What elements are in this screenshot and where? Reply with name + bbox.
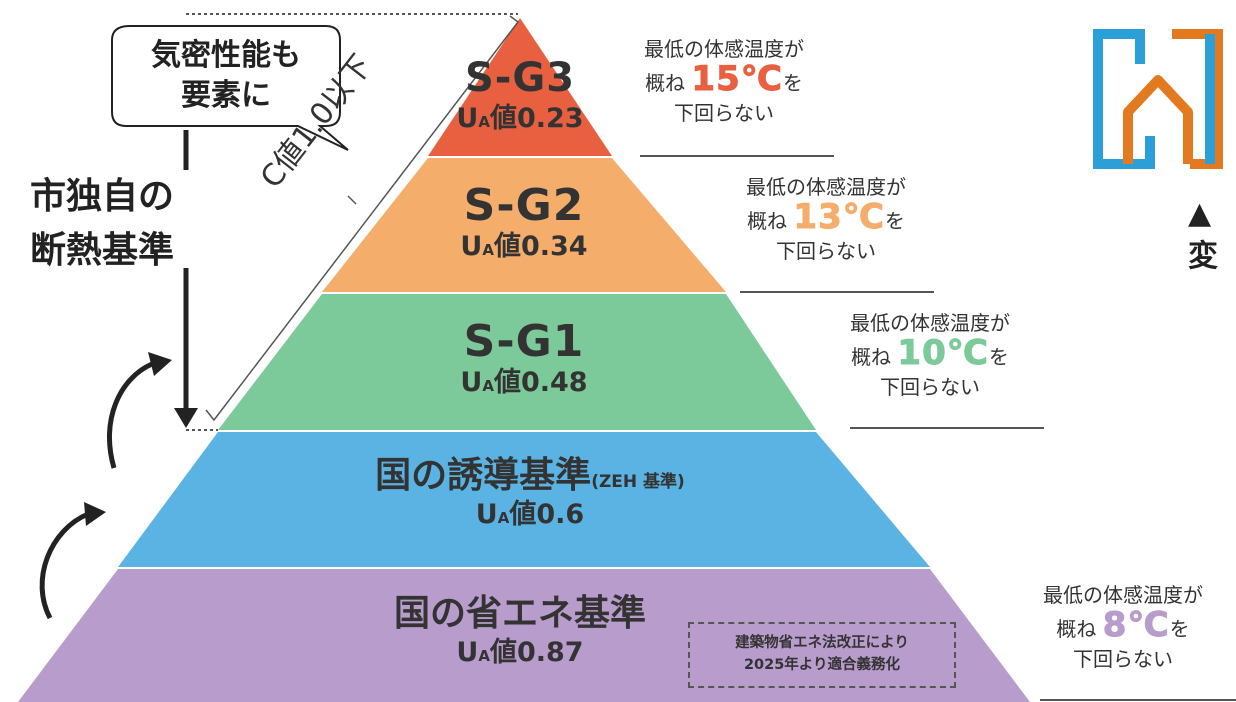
note-pre: 概ね — [645, 71, 686, 95]
ua-sub: A — [482, 241, 494, 259]
note-pre: 概ね — [851, 345, 892, 369]
ua-sub: A — [497, 509, 510, 527]
tier-zeh-ua: UA値0.6 — [300, 498, 760, 535]
note-temp: 8℃ — [1102, 605, 1170, 645]
temp-note-sg2: 最低の体感温度が 概ね 13℃を 下回らない — [706, 172, 946, 266]
curved-arrow-lower — [39, 511, 90, 620]
tier-sg3-name: S-G3 — [464, 55, 576, 101]
note-line-2: 概ね 10℃を — [810, 336, 1050, 372]
ua-value: 値0.23 — [489, 103, 584, 134]
tier-sg1-shape — [218, 294, 816, 430]
cutoff-caption: ▲変 — [1188, 196, 1218, 274]
ua-sub: A — [478, 113, 490, 131]
c-value-bracket-tick — [347, 195, 357, 205]
tier-sg1-ua: UA値0.48 — [424, 366, 624, 403]
tier-zeh-label: 国の誘導基準(ZEH 基準) UA値0.6 — [300, 454, 760, 535]
tier-sg3-label: S-G3 UA値0.23 — [428, 54, 612, 139]
ua-value: 値0.48 — [493, 367, 588, 398]
note-post: を — [1169, 617, 1190, 641]
tier-sg3-ua: UA値0.23 — [428, 102, 612, 139]
tier-sg2-ua: UA値0.34 — [424, 230, 624, 267]
down-arrow-head — [174, 408, 198, 428]
note-line-1: 最低の体感温度が — [850, 311, 1010, 335]
tier-energy-ua: UA値0.87 — [370, 636, 670, 673]
tier-zeh-name-row: 国の誘導基準(ZEH 基準) — [300, 454, 760, 498]
tier-sg1-label: S-G1 UA値0.48 — [424, 318, 624, 403]
note-post: を — [782, 71, 803, 95]
tier-energy-shape — [18, 569, 1030, 702]
curved-arrow-upper-head — [148, 352, 172, 376]
tier-sg1-name: S-G1 — [463, 316, 585, 367]
tier-sg2-name: S-G2 — [463, 180, 585, 231]
note-line-3: 下回らない — [776, 239, 876, 263]
note-line-3: 下回らない — [880, 375, 980, 399]
c-value-bracket — [205, 15, 520, 422]
note-pre: 概ね — [1056, 617, 1097, 641]
side-line-1: 市独自の — [30, 176, 175, 217]
note-line-1: 最低の体感温度が — [644, 37, 804, 61]
ua-value: 値0.34 — [493, 231, 588, 262]
tier-energy-label: 国の省エネ基準 UA値0.87 — [370, 592, 670, 673]
note-line-2: 概ね 15℃を — [604, 62, 844, 98]
note-line-3: 下回らない — [1073, 647, 1173, 671]
bubble-line-2: 要素に — [181, 78, 271, 113]
note-line-2: 概ね 13℃を — [706, 200, 946, 236]
city-standard-label: 市独自の 断熱基準 — [30, 170, 230, 278]
ua-prefix: U — [460, 367, 483, 398]
ua-prefix: U — [456, 103, 479, 134]
bubble-line-1: 気密性能も — [151, 38, 301, 73]
tier-sg3-shape — [428, 18, 612, 156]
note-line-3: 下回らない — [674, 101, 774, 125]
ua-prefix: U — [475, 499, 498, 530]
note-line-2: 概ね 8℃を — [1010, 608, 1236, 644]
note-line-1: 最低の体感温度が — [746, 175, 906, 199]
legal-note-line-2: 2025年より適合義務化 — [743, 657, 901, 673]
tier-zeh-name: 国の誘導基準 — [375, 455, 592, 496]
tier-sg2-label: S-G2 UA値0.34 — [424, 182, 624, 267]
curved-arrow-lower-head — [84, 502, 106, 526]
ua-sub: A — [482, 377, 494, 395]
ua-value: 値0.6 — [509, 499, 585, 530]
note-temp: 13℃ — [793, 197, 885, 237]
note-post: を — [988, 345, 1009, 369]
note-temp: 10℃ — [897, 333, 989, 373]
speech-bubble-shape — [111, 25, 349, 151]
temp-note-energy: 最低の体感温度が 概ね 8℃を 下回らない — [1010, 580, 1236, 674]
note-temp: 15℃ — [691, 59, 783, 99]
tier-energy-name: 国の省エネ基準 — [393, 593, 646, 634]
temp-note-sg3: 最低の体感温度が 概ね 15℃を 下回らない — [604, 34, 844, 128]
curved-arrow-upper — [107, 361, 154, 469]
speech-bubble-text: 気密性能も 要素に — [112, 36, 340, 116]
ua-prefix: U — [460, 231, 483, 262]
house-logo-icon — [1093, 29, 1223, 169]
note-post: を — [884, 209, 905, 233]
ua-prefix: U — [456, 637, 479, 668]
temp-note-sg1: 最低の体感温度が 概ね 10℃を 下回らない — [810, 308, 1050, 402]
ua-sub: A — [478, 647, 490, 665]
legal-note-line-1: 建築物省エネ法改正により — [735, 635, 909, 651]
ua-value: 値0.87 — [489, 637, 584, 668]
note-line-1: 最低の体感温度が — [1043, 583, 1203, 607]
tier-zeh-suffix: (ZEH 基準) — [591, 472, 685, 492]
side-line-2: 断熱基準 — [30, 230, 175, 271]
tier-zeh-shape — [118, 432, 930, 567]
tier-sg2-shape — [322, 158, 726, 292]
legal-note-box: 建築物省エネ法改正により 2025年より適合義務化 — [688, 622, 956, 688]
note-pre: 概ね — [747, 209, 788, 233]
